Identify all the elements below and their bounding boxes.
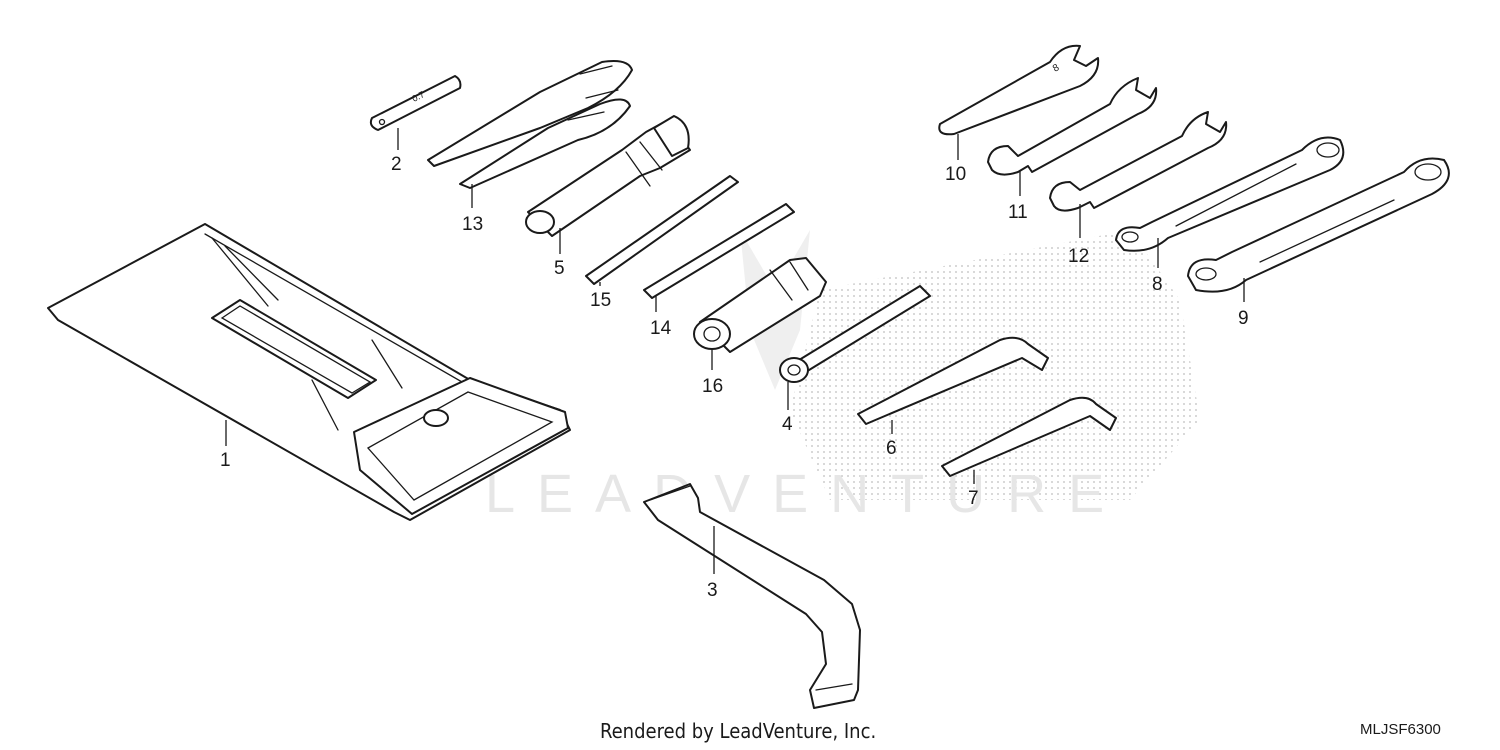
- leader-lines: [225, 128, 1245, 574]
- watermark-text: LEADVENTURE: [485, 464, 1126, 524]
- part-12-double-open-wrench-2[interactable]: [1049, 111, 1228, 212]
- callout-12[interactable]: 12: [1068, 246, 1089, 267]
- callout-10[interactable]: 10: [945, 164, 966, 185]
- part-4-extension-bar[interactable]: [779, 285, 931, 383]
- callout-7[interactable]: 7: [968, 488, 979, 509]
- part-3-strap[interactable]: [643, 483, 861, 709]
- callout-4[interactable]: 4: [782, 414, 793, 435]
- callouts: 1 2 3 4 5 6 7 8 9 10 11 12 13 14 15 16: [220, 154, 1249, 601]
- part-11-double-open-wrench[interactable]: [987, 77, 1158, 176]
- callout-2[interactable]: 2: [391, 154, 402, 175]
- callout-6[interactable]: 6: [886, 438, 897, 459]
- callout-14[interactable]: 14: [650, 318, 672, 339]
- part-2-plate[interactable]: 0.7: [369, 75, 462, 131]
- callout-13[interactable]: 13: [462, 214, 483, 235]
- part-15-screwdriver-flat[interactable]: [585, 175, 739, 285]
- callout-1[interactable]: 1: [220, 450, 231, 471]
- callout-16[interactable]: 16: [702, 376, 723, 397]
- footer-credit: Rendered by LeadVenture, Inc.: [600, 719, 876, 743]
- diagram-code: MLJSF6300: [1360, 721, 1441, 738]
- part-13-pliers[interactable]: [427, 60, 633, 189]
- part-16-screwdriver-handle[interactable]: [693, 257, 827, 353]
- callout-9[interactable]: 9: [1238, 308, 1249, 329]
- part-7-hex-key-small[interactable]: [941, 396, 1117, 477]
- callout-3[interactable]: 3: [707, 580, 718, 601]
- part-8-combination-wrench[interactable]: [1115, 136, 1345, 252]
- part-6-hex-key-large[interactable]: [857, 336, 1049, 425]
- callout-8[interactable]: 8: [1152, 274, 1163, 295]
- callout-5[interactable]: 5: [554, 258, 565, 279]
- part-1-tool-bag[interactable]: [47, 223, 571, 521]
- part-10-open-wrench[interactable]: 8: [938, 44, 1100, 136]
- part-9-combination-wrench-2[interactable]: [1187, 157, 1450, 293]
- callout-15[interactable]: 15: [590, 290, 611, 311]
- part-5-socket-wrench[interactable]: [525, 115, 691, 237]
- callout-11[interactable]: 11: [1008, 202, 1028, 223]
- svg-text:8: 8: [1051, 62, 1062, 75]
- part-14-screwdriver-phillips[interactable]: [643, 203, 795, 299]
